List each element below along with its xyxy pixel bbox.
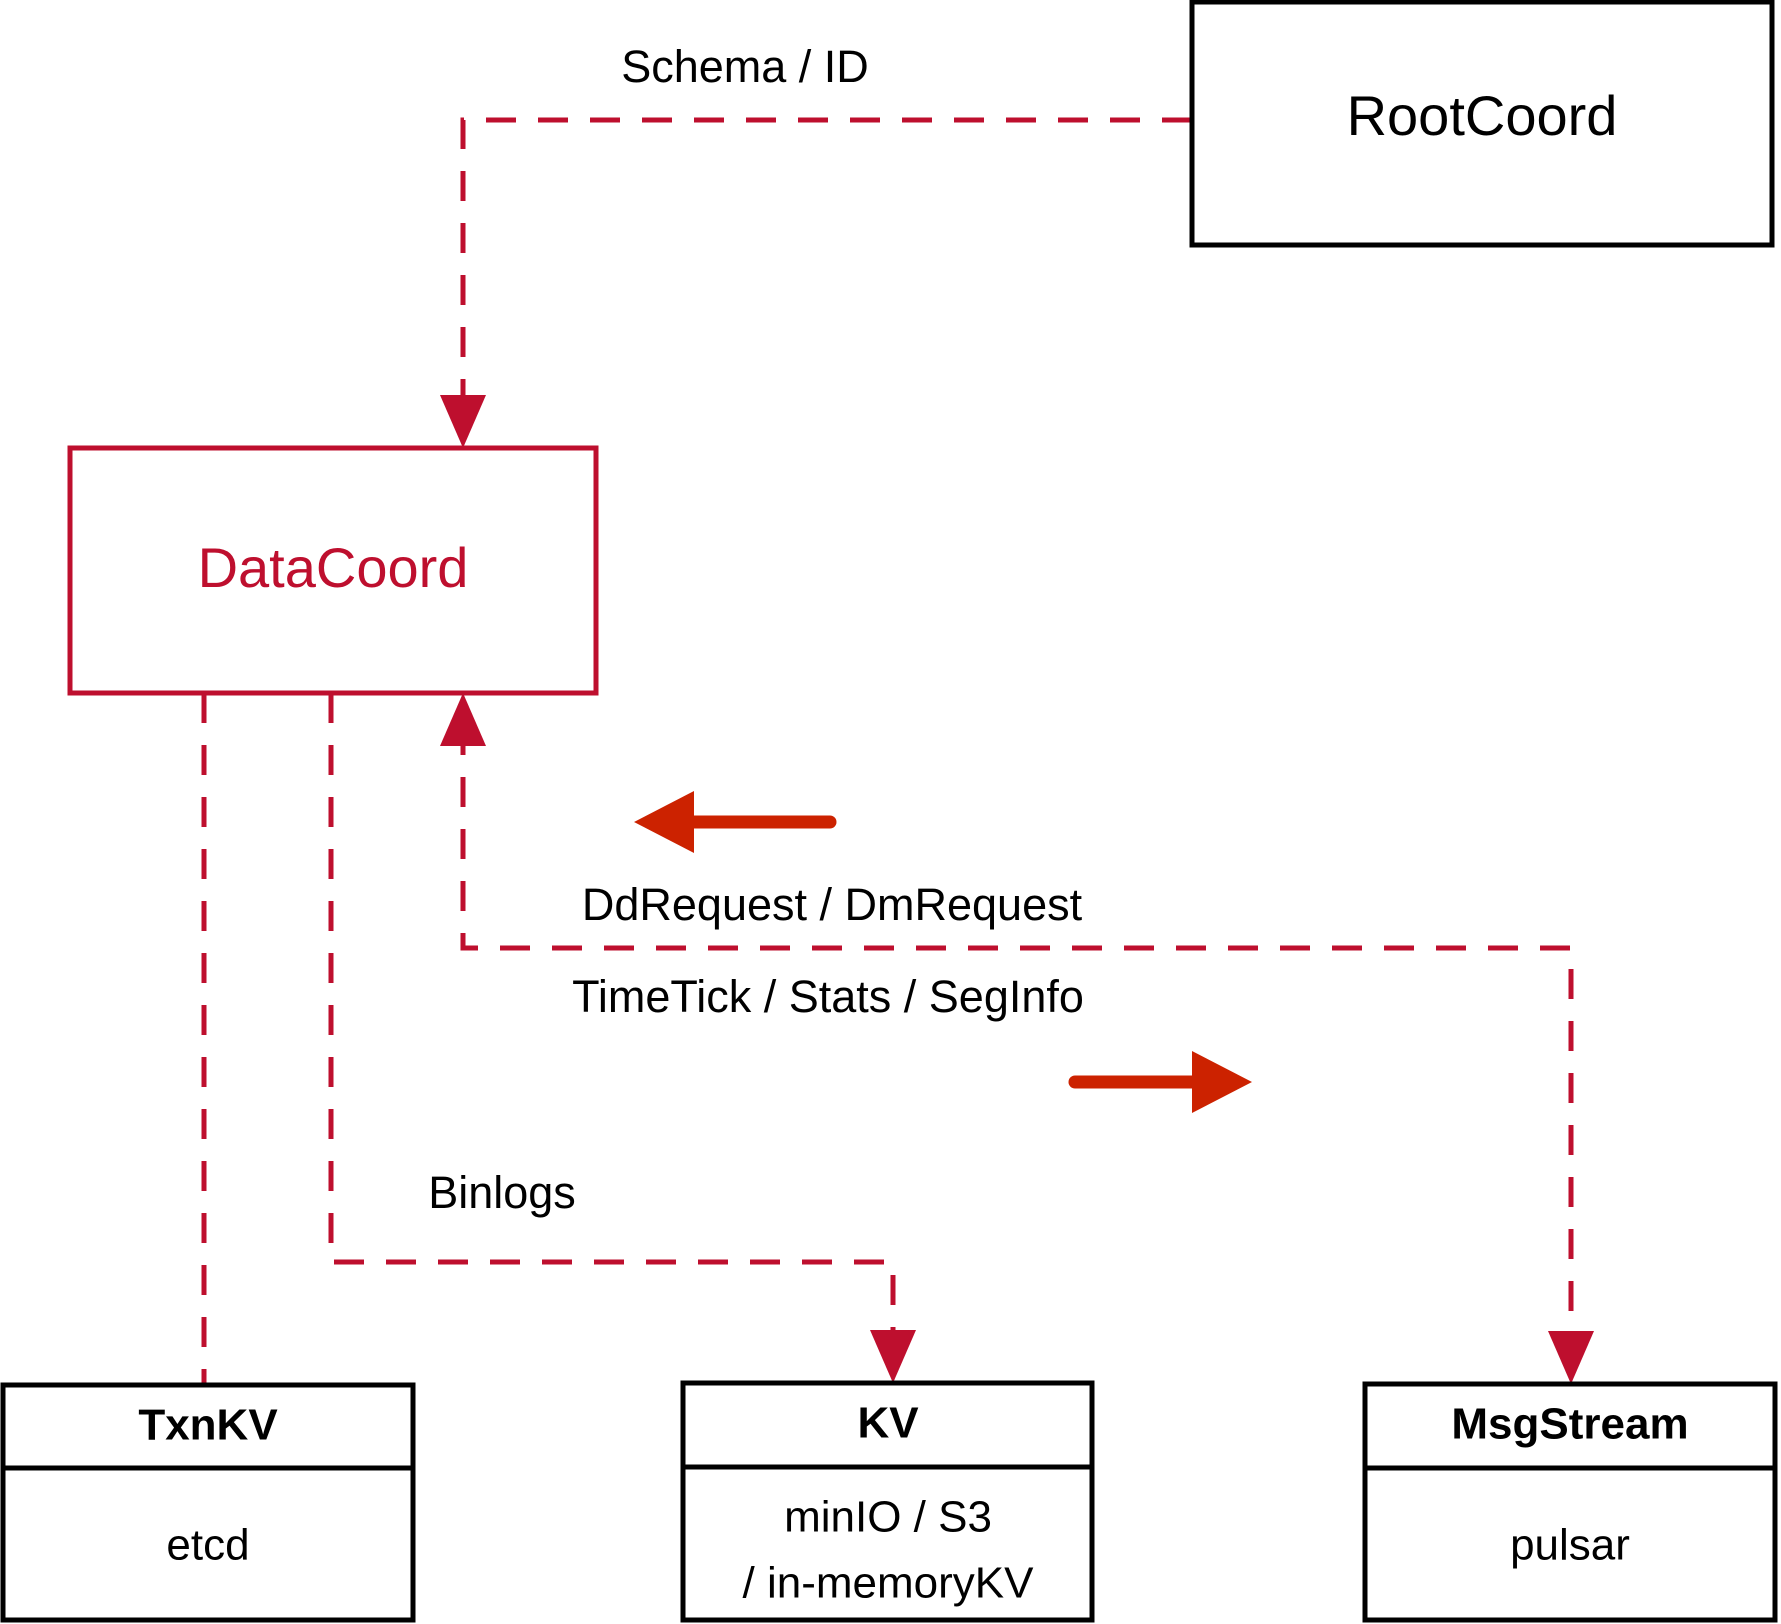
edge-schema-id-path — [460, 117, 1192, 416]
node-msgstream-subtitle: pulsar — [1510, 1521, 1630, 1570]
node-kv[interactable]: KV minIO / S3 / in-memoryKV — [680, 1380, 1095, 1623]
edge-timetick-arrow — [1068, 1051, 1252, 1113]
edge-dd-dm-request-label: DdRequest / DmRequest — [582, 879, 1083, 930]
node-msgstream[interactable]: MsgStream pulsar — [1362, 1381, 1778, 1623]
node-kv-subtitle-line2: / in-memoryKV — [743, 1559, 1035, 1608]
edge-binlogs-label: Binlogs — [428, 1167, 576, 1218]
node-kv-box[interactable] — [680, 1380, 1095, 1623]
node-datacoord-label: DataCoord — [198, 536, 469, 599]
edge-msgstream-link — [440, 693, 1594, 1384]
edge-binlogs — [328, 693, 916, 1383]
edge-dd-dm-request-arrow — [634, 791, 837, 853]
edge-timetick-arrowhead — [1192, 1051, 1252, 1113]
edge-binlogs-path — [328, 693, 896, 1348]
edge-schema-id-label: Schema / ID — [621, 41, 869, 92]
edge-dd-dm-request-arrowhead — [634, 791, 694, 853]
node-txnkv-subtitle: etcd — [166, 1521, 249, 1570]
node-txnkv-box[interactable] — [0, 1382, 416, 1623]
node-datacoord[interactable]: DataCoord — [67, 445, 599, 696]
node-msgstream-title: MsgStream — [1451, 1400, 1688, 1449]
edge-msgstream-down-arrowhead — [1548, 1331, 1594, 1384]
edge-msgstream-up-arrowhead — [440, 693, 486, 746]
edge-schema-id-arrowhead — [440, 395, 486, 448]
node-txnkv[interactable]: TxnKV etcd — [0, 1382, 416, 1623]
edge-msgstream-link-path — [460, 725, 1574, 1348]
edge-timetick-label: TimeTick / Stats / SegInfo — [572, 971, 1084, 1022]
edge-schema-id — [440, 117, 1192, 448]
edge-binlogs-arrowhead — [870, 1330, 916, 1383]
node-rootcoord[interactable]: RootCoord — [1189, 0, 1775, 248]
node-rootcoord-label: RootCoord — [1347, 84, 1618, 147]
node-kv-subtitle-line1: minIO / S3 — [784, 1493, 992, 1542]
node-rootcoord-box[interactable] — [1189, 0, 1775, 248]
node-msgstream-box[interactable] — [1362, 1381, 1778, 1623]
node-kv-title: KV — [857, 1399, 919, 1448]
node-txnkv-title: TxnKV — [138, 1401, 278, 1450]
node-datacoord-box[interactable] — [67, 445, 599, 696]
